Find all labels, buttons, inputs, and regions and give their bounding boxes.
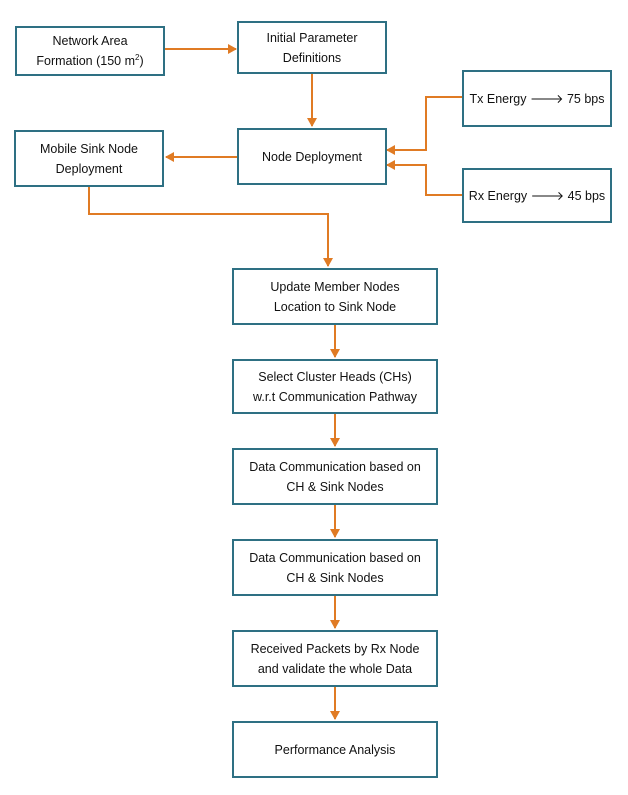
rx-energy-box: Rx Energy 🡒 45 bps [462, 168, 612, 223]
select-cluster-heads-label: Select Cluster Heads (CHs) w.r.t Communi… [253, 369, 417, 404]
data-communication-box-2: Data Communication based on CH & Sink No… [232, 539, 438, 596]
right-arrow-icon: 🡒 [530, 188, 565, 203]
mobile-sink-box: Mobile Sink Node Deployment [14, 130, 164, 187]
select-cluster-heads-box: Select Cluster Heads (CHs) w.r.t Communi… [232, 359, 438, 414]
arrow-mobile-sink-to-update [88, 187, 333, 267]
rx-energy-label: Rx Energy 🡒 45 bps [468, 188, 606, 203]
performance-analysis-box: Performance Analysis [232, 721, 438, 778]
update-member-box: Update Member Nodes Location to Sink Nod… [232, 268, 438, 325]
mobile-sink-label: Mobile Sink Node Deployment [40, 141, 138, 176]
received-packets-label: Received Packets by Rx Node and validate… [250, 641, 420, 676]
initial-parameter-label: Initial Parameter Definitions [266, 30, 358, 65]
node-deployment-label: Node Deployment [261, 149, 363, 164]
data-communication-box-1: Data Communication based on CH & Sink No… [232, 448, 438, 505]
node-deployment-box: Node Deployment [237, 128, 387, 185]
arrow-tx-to-deployment [386, 96, 462, 155]
update-member-label: Update Member Nodes Location to Sink Nod… [270, 279, 400, 314]
tx-energy-label: Tx Energy 🡒 75 bps [469, 91, 605, 106]
received-packets-box: Received Packets by Rx Node and validate… [232, 630, 438, 687]
tx-energy-box: Tx Energy 🡒 75 bps [462, 70, 612, 127]
right-arrow-icon: 🡒 [529, 91, 564, 106]
arrow-rx-to-deployment [386, 160, 462, 196]
data-communication-label-1: Data Communication based on CH & Sink No… [249, 459, 421, 494]
initial-parameter-box: Initial Parameter Definitions [237, 21, 387, 74]
performance-analysis-label: Performance Analysis [274, 742, 396, 757]
data-communication-label-2: Data Communication based on CH & Sink No… [249, 550, 421, 585]
